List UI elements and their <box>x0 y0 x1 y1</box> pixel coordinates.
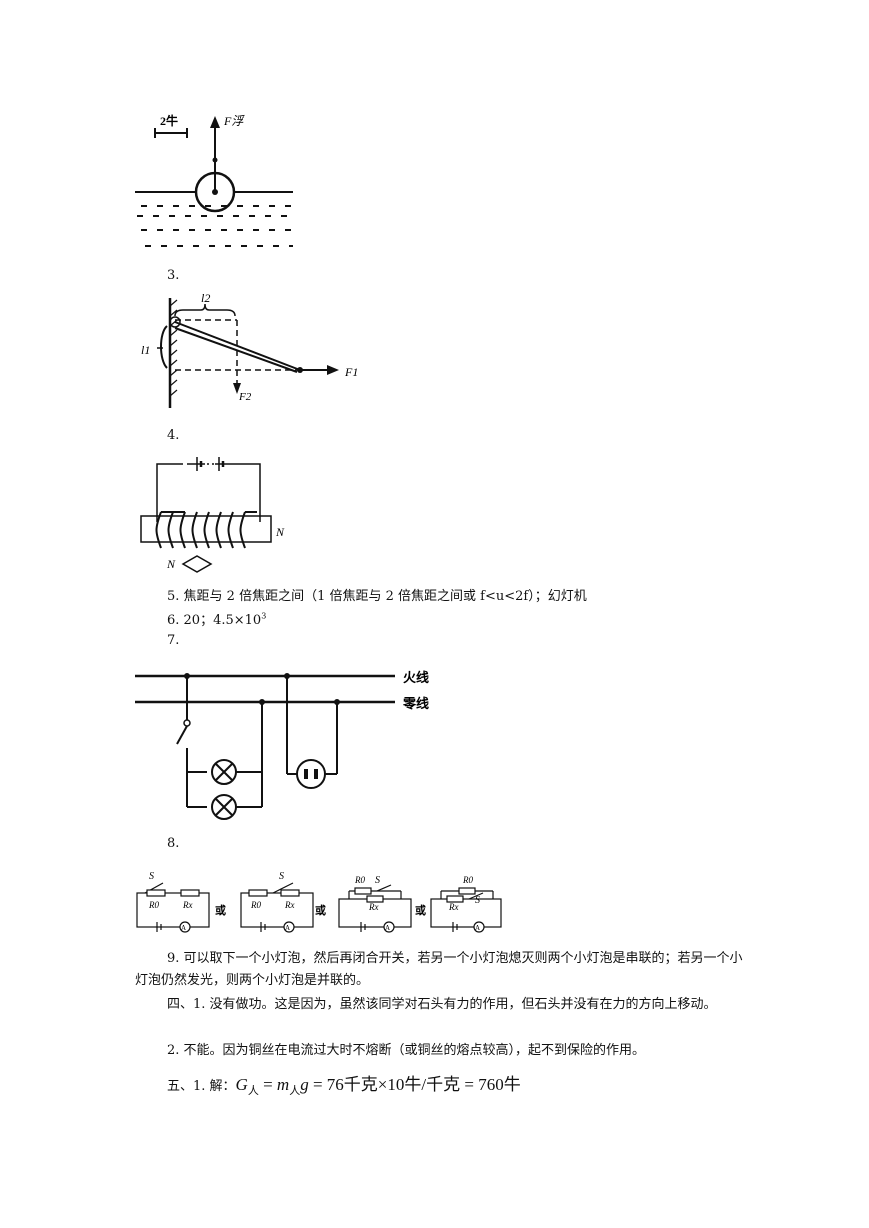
neutral-wire-label: 零线 <box>402 696 429 711</box>
force-label: F浮 <box>223 114 245 128</box>
or-label-1: 或 <box>215 903 226 917</box>
section-4-1-text: 四、1. 没有做功。这是因为，虽然该同学对石头有力的作用，但石头并没有在力的方向… <box>167 997 717 1012</box>
buoyancy-figure: 2牛 F浮 <box>135 108 295 258</box>
svg-text:A: A <box>285 924 290 932</box>
f2-label: F2 <box>238 391 252 403</box>
l1-label: l1 <box>141 343 150 357</box>
svg-text:S: S <box>279 871 284 882</box>
svg-text:R0: R0 <box>250 900 261 910</box>
item-6-main: 6. 20；4.5×10 <box>167 613 262 628</box>
l2-label: l2 <box>201 291 210 305</box>
item-6-exponent: 3 <box>261 611 267 621</box>
svg-text:Rx: Rx <box>368 902 379 912</box>
household-wiring-figure: 火线 零线 <box>135 662 445 828</box>
or-label-3: 或 <box>415 903 426 917</box>
lever-figure: l1 F1 F2 l2 <box>135 288 367 418</box>
section-5-1-prefix: 五、1. 解： <box>167 1079 236 1094</box>
section-5-1-equation: 五、1. 解：G人 = m人g = 76千克×10牛/千克 = 760牛 <box>167 1075 521 1097</box>
svg-text:Rx: Rx <box>448 902 459 912</box>
pole-right-label: N <box>275 525 285 539</box>
svg-text:Rx: Rx <box>182 900 193 910</box>
svg-text:A: A <box>385 924 390 932</box>
scale-label: 2牛 <box>160 113 178 128</box>
item-8-number: 8. <box>167 836 180 851</box>
svg-text:R0: R0 <box>462 875 473 885</box>
item-6-text: 6. 20；4.5×103 <box>167 609 266 628</box>
svg-text:R0: R0 <box>148 900 159 910</box>
svg-text:R0: R0 <box>354 875 365 885</box>
item-4-number: 4. <box>167 428 180 443</box>
item-9-text: 9. 可以取下一个小灯泡，然后再闭合开关，若另一个小灯泡熄灭则两个小灯泡是串联的… <box>135 951 743 988</box>
f1-label: F1 <box>344 365 358 379</box>
or-label-2: 或 <box>315 903 326 917</box>
svg-text:S: S <box>149 871 154 882</box>
live-wire-label: 火线 <box>403 670 429 685</box>
measurement-circuits-figure: S R0 Rx A 或 S R0 Rx A 或 R0 S Rx <box>133 863 503 935</box>
section-4-2-text: 2. 不能。因为铜丝在电流过大时不熔断（或铜丝的熔点较高），起不到保险的作用。 <box>167 1043 646 1058</box>
item-3-number: 3. <box>167 268 180 283</box>
svg-text:A: A <box>475 924 480 932</box>
svg-text:S: S <box>475 895 480 906</box>
item-7-number: 7. <box>167 633 180 648</box>
solenoid-figure: N N <box>135 452 295 574</box>
item-5-text: 5. 焦距与 2 倍焦距之间（1 倍焦距与 2 倍焦距之间或 f<u<2f）；幻… <box>167 589 587 604</box>
compass-pole-label: N <box>166 557 176 571</box>
svg-text:Rx: Rx <box>284 900 295 910</box>
svg-text:S: S <box>375 875 380 886</box>
svg-text:A: A <box>181 924 186 932</box>
